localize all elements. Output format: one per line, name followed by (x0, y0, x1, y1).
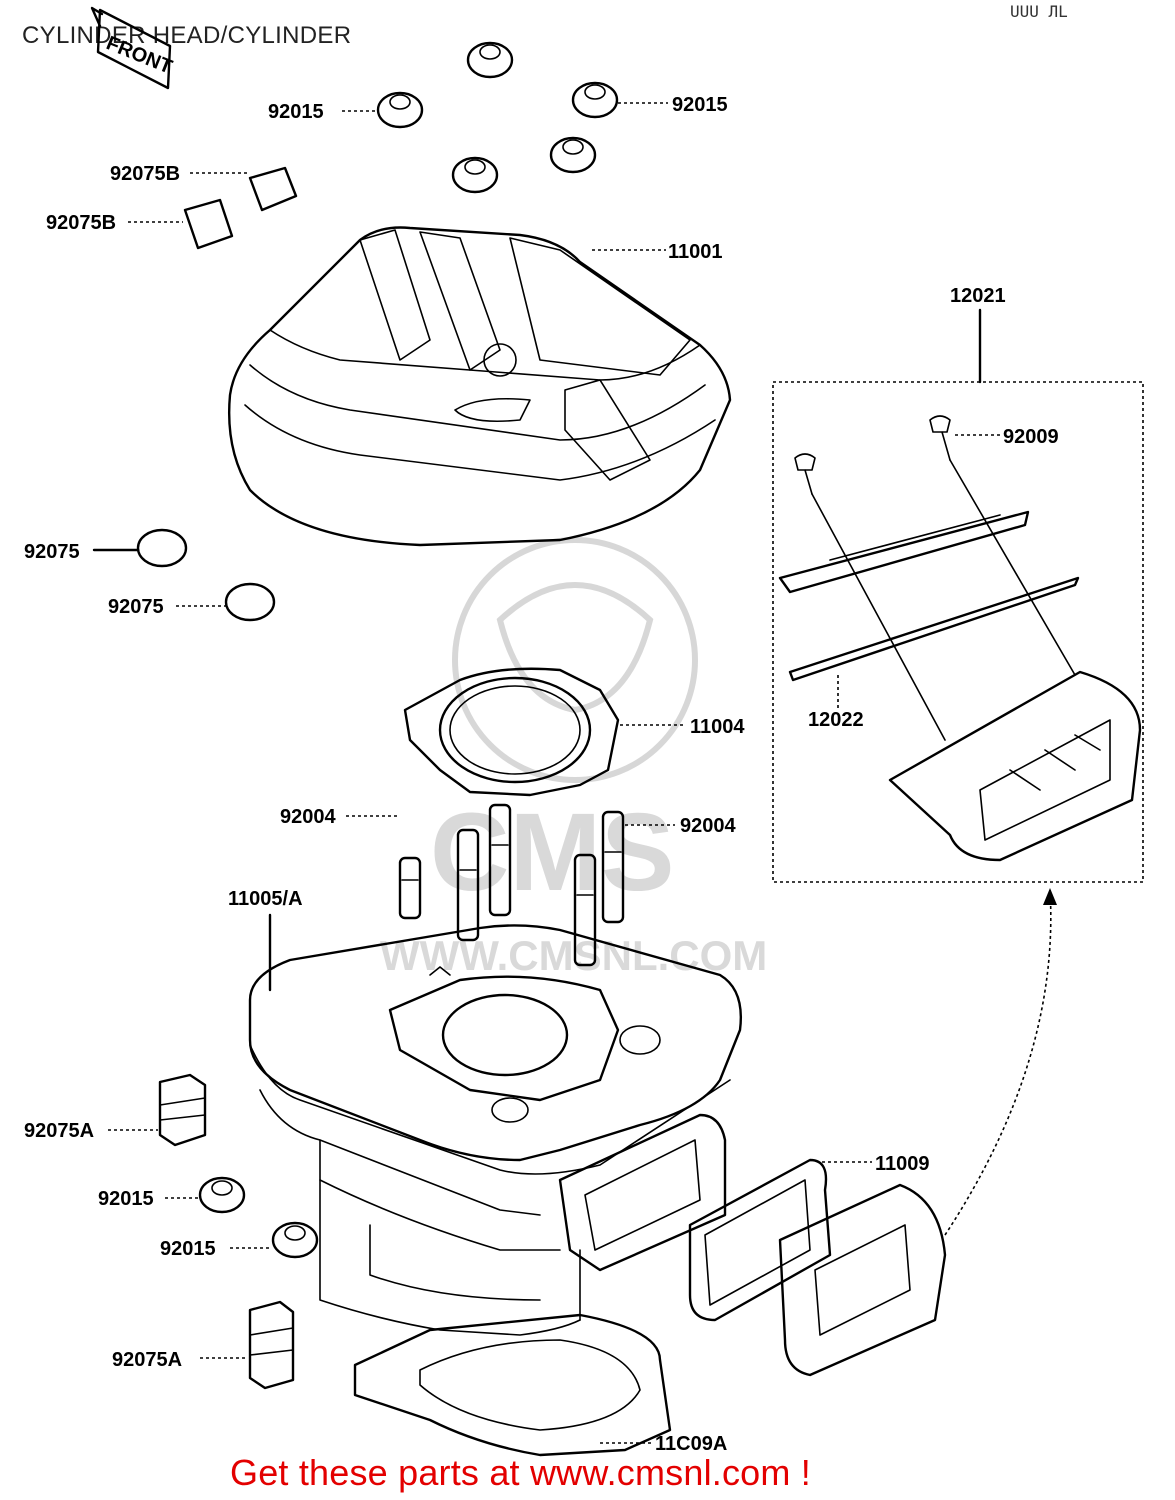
stud-bolt-icon (456, 828, 480, 942)
get-parts-link[interactable]: Get these parts at www.cmsnl.com ! (230, 1452, 811, 1493)
nut-icon (376, 91, 424, 129)
nut-icon (549, 136, 597, 174)
cms-watermark: CMS WWW.CMSNL.COM (380, 537, 767, 979)
part-label-92009: 92009 (1003, 426, 1059, 448)
head-gasket-icon (403, 667, 620, 797)
part-label-11004: 11004 (690, 716, 745, 738)
leader-lines (92, 102, 1000, 1444)
rubber-cap-icon (136, 528, 188, 568)
cylinder-head-icon (227, 226, 732, 547)
nut-icon (466, 41, 514, 79)
part-label-11009: 11009 (875, 1153, 930, 1175)
intake-reed-plate-icon (688, 1158, 947, 1377)
part-label-92015: 92015 (98, 1188, 154, 1210)
rubber-cap-icon (224, 582, 276, 622)
assembly-arrow-icon (1043, 888, 1057, 905)
part-label-92015: 92015 (160, 1238, 216, 1260)
part-label-92075: 92075 (108, 596, 164, 618)
nut-icon (451, 156, 499, 194)
part-label-92004: 92004 (680, 815, 736, 837)
part-label-92075b: 92075B (46, 212, 116, 234)
part-label-92075a: 92075A (112, 1349, 182, 1371)
corner-mark: UUU ЛL (1010, 2, 1068, 21)
rubber-damper-icon (248, 1300, 295, 1390)
part-label-12022: 12022 (808, 709, 864, 731)
page-title: CYLINDER HEAD/CYLINDER (22, 22, 352, 49)
stud-bolt-icon (398, 856, 422, 920)
rubber-damper-icon (158, 1073, 207, 1147)
stud-bolt-icon (573, 853, 597, 967)
part-label-92015: 92015 (672, 94, 728, 116)
assembly-arrow-line (944, 889, 1052, 1236)
stud-bolt-icon (601, 810, 625, 924)
stud-bolt-icon (488, 803, 512, 917)
part-label-12021: 12021 (950, 285, 1006, 307)
front-arrow-icon: FRONT (90, 6, 175, 90)
damper-block-icon (248, 166, 298, 212)
part-label-92075b: 92075B (110, 163, 180, 185)
base-gasket-icon (353, 1313, 672, 1457)
front-label: FRONT (103, 32, 175, 78)
watermark-logo-text: CMS (430, 791, 674, 914)
part-label-92015: 92015 (268, 101, 324, 123)
damper-block-icon (183, 198, 234, 250)
part-label-11001: 11001 (668, 241, 723, 263)
part-label-92075a: 92075A (24, 1120, 94, 1142)
part-label-11005a: 11005/A (228, 888, 303, 910)
reed-valve-assembly-box (772, 308, 1144, 883)
part-label-92075: 92075 (24, 541, 80, 563)
nut-icon (271, 1221, 319, 1259)
nut-icon (571, 81, 619, 119)
part-label-92004: 92004 (280, 806, 336, 828)
part-label-11009a: 11C09A (655, 1433, 727, 1455)
cylinder-block-icon (248, 924, 742, 1336)
nut-icon (198, 1176, 246, 1214)
